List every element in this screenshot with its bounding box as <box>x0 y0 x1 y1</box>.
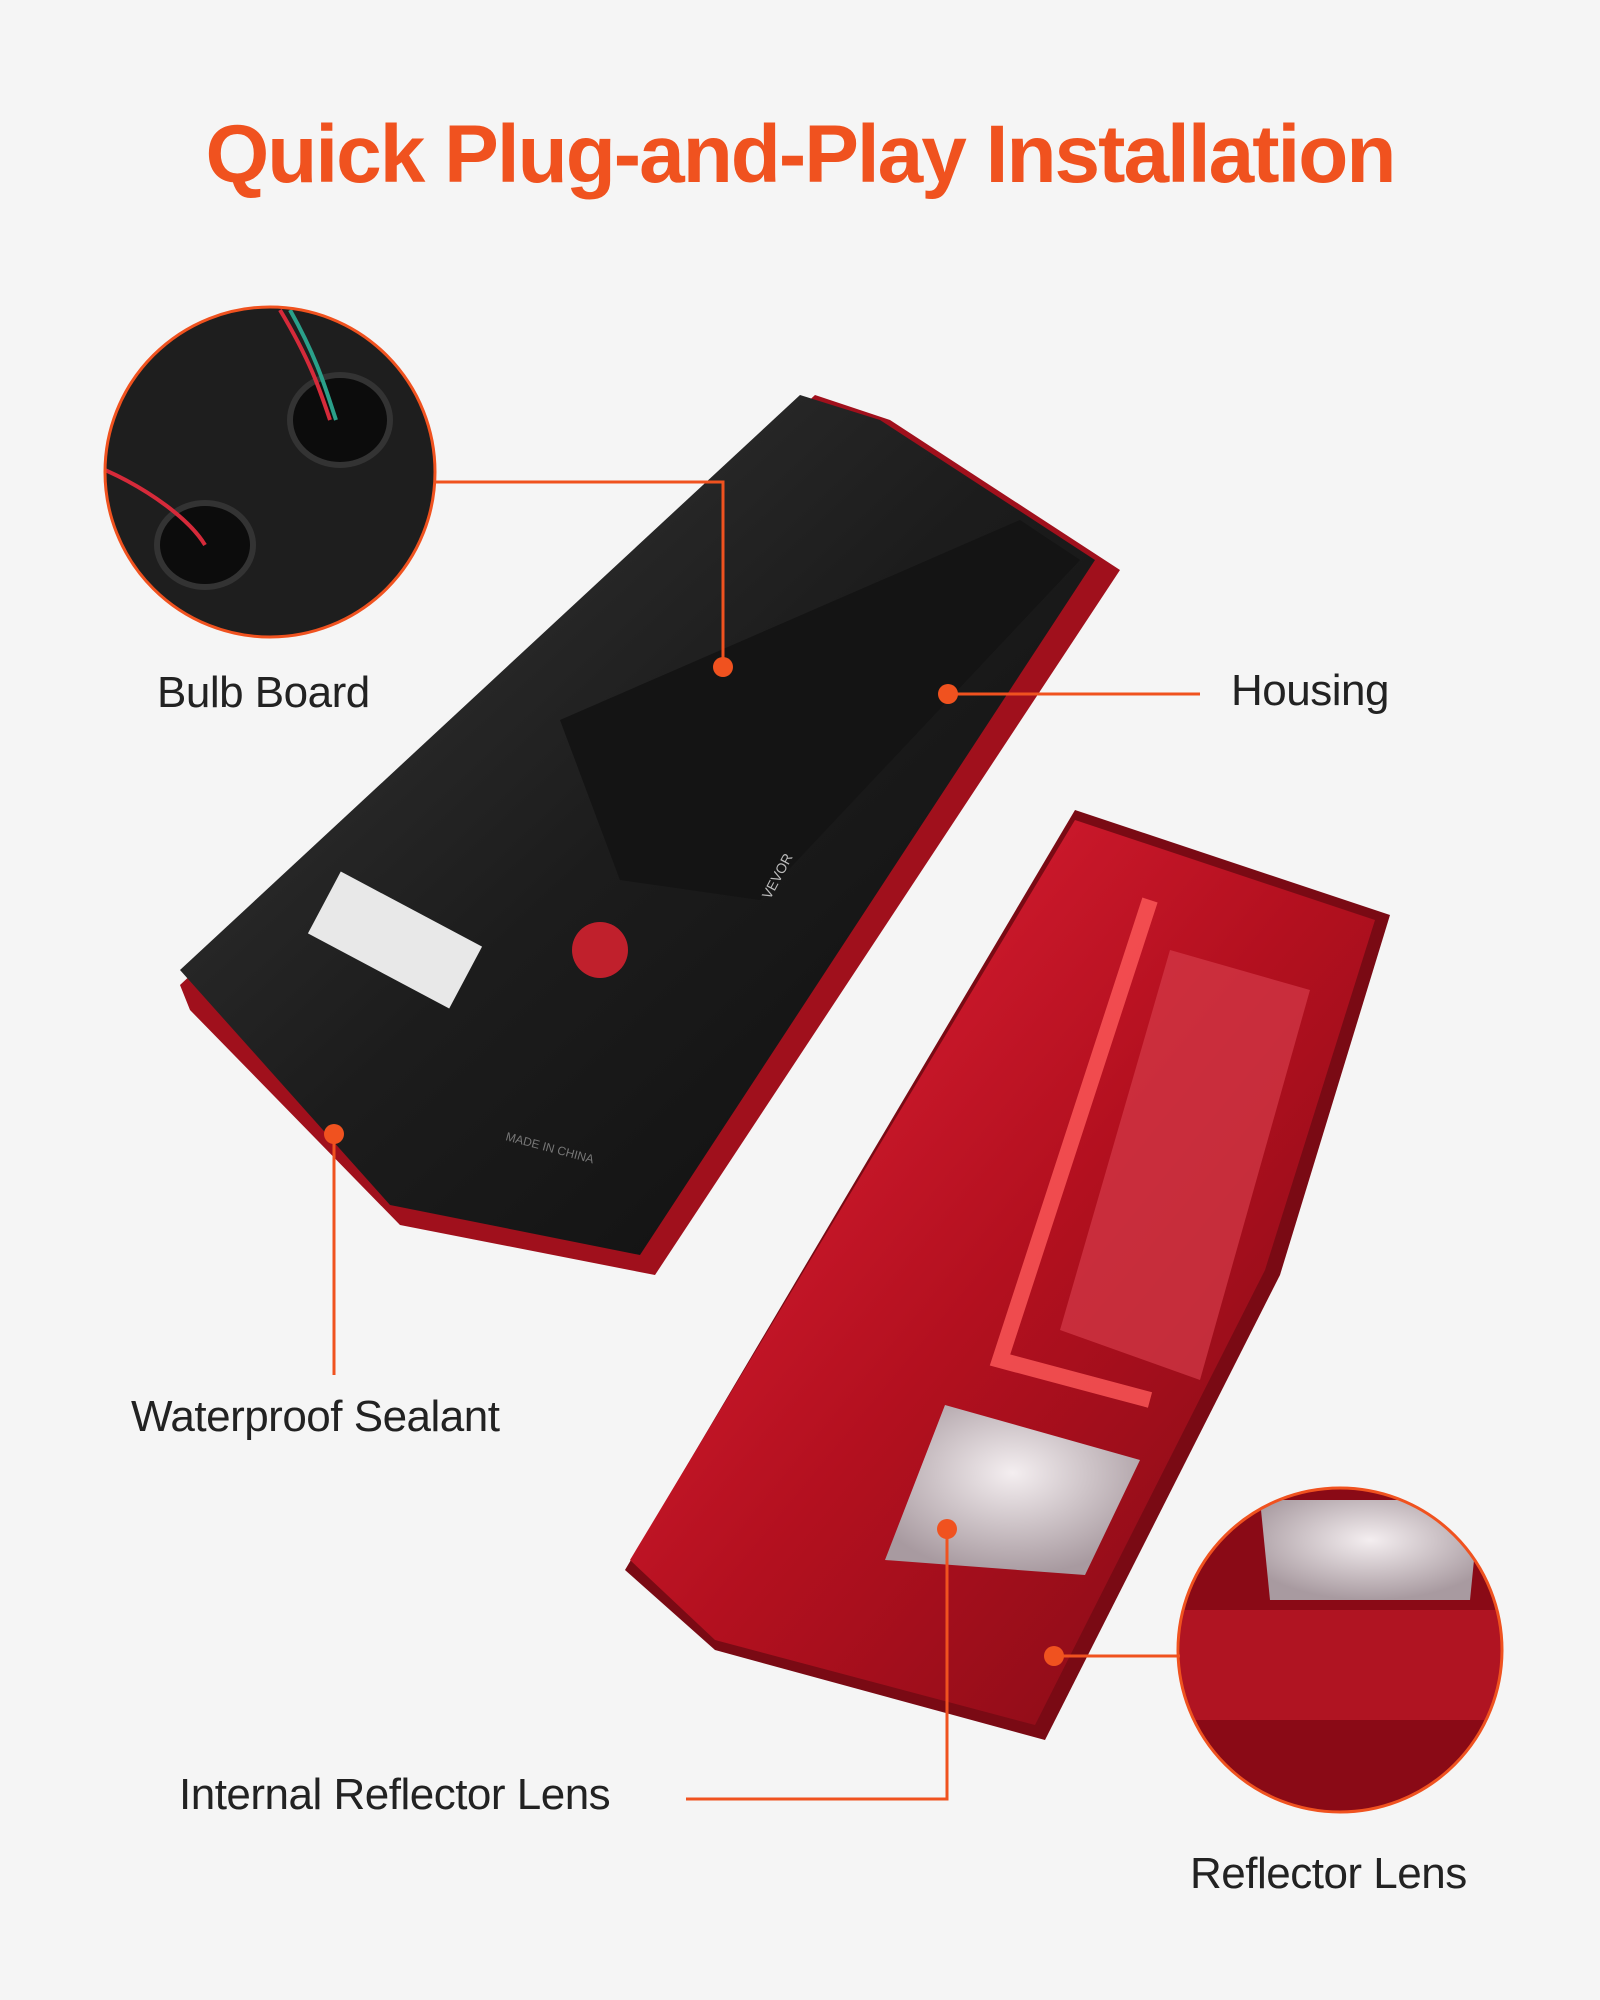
label-bulb-board: Bulb Board <box>157 668 370 717</box>
callout-lines <box>332 480 1200 1801</box>
lens-taillight <box>625 810 1390 1740</box>
bulb-board-detail-image <box>103 305 437 639</box>
label-housing: Housing <box>1231 666 1389 715</box>
label-waterproof-sealant: Waterproof Sealant <box>131 1392 500 1441</box>
reflector-lens-detail-image <box>1176 1486 1504 1814</box>
callout-dots <box>324 657 1064 1666</box>
housing-taillight: VEVOR MADE IN CHINA <box>180 395 1120 1275</box>
label-reflector-lens: Reflector Lens <box>1190 1849 1467 1898</box>
label-internal-reflector-lens: Internal Reflector Lens <box>179 1770 611 1819</box>
page-title: Quick Plug-and-Play Installation <box>205 109 1397 200</box>
